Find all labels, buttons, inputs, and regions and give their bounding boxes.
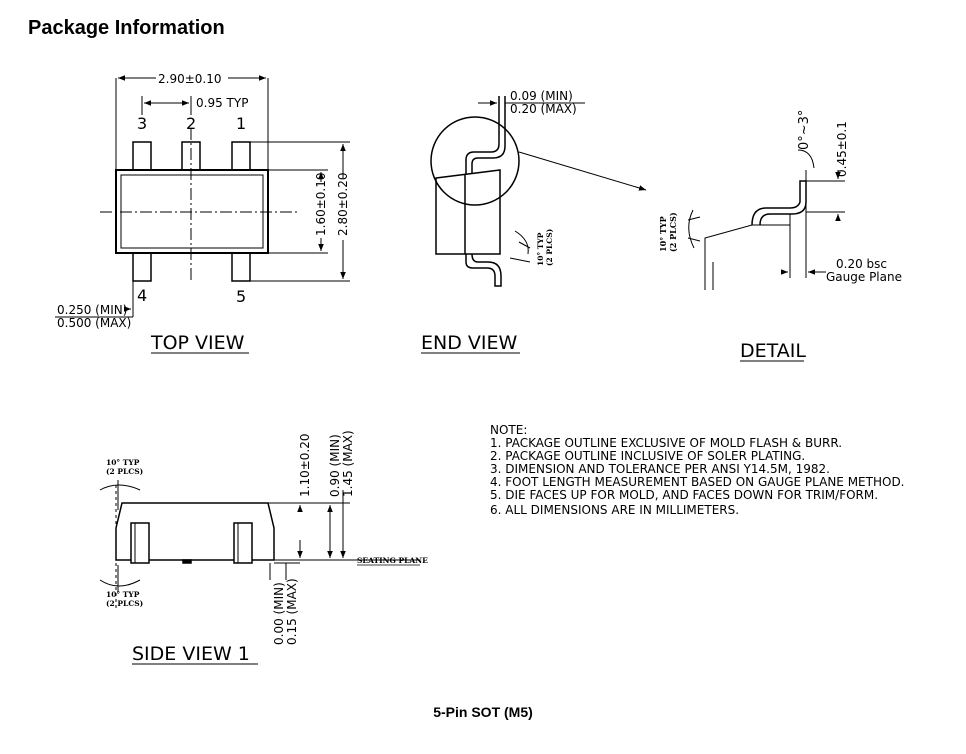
pin-1-pad bbox=[231, 141, 251, 171]
detail-angle-typ: 10° TYP bbox=[658, 216, 668, 252]
note-item: 4. FOOT LENGTH MEASUREMENT BASED ON GAUG… bbox=[490, 475, 905, 489]
dim-total-height-label: 2.80±0.20 bbox=[336, 173, 350, 237]
side-max-015: 0.15 (MAX) bbox=[285, 578, 299, 645]
lead-min-label: 0.250 (MIN) bbox=[57, 303, 127, 317]
end-angle-typ: 10° TYP bbox=[536, 232, 545, 266]
detail-view bbox=[687, 149, 845, 290]
side-bottom-angle-plcs: (2 PLCS) bbox=[106, 599, 143, 608]
pin-3-label: 3 bbox=[137, 114, 147, 133]
note-item: 5. DIE FACES UP FOR MOLD, AND FACES DOWN… bbox=[490, 488, 878, 502]
detail-angle-plcs: (2 PLCS) bbox=[668, 212, 678, 252]
side-top-angle-plcs: (2 PLCS) bbox=[106, 467, 143, 476]
note-item: 3. DIMENSION AND TOLERANCE PER ANSI Y14.… bbox=[490, 462, 830, 476]
pin-5-pad bbox=[231, 252, 251, 282]
pin-3-pad bbox=[132, 141, 152, 171]
top-view bbox=[55, 75, 350, 318]
detail-lead bbox=[751, 180, 807, 226]
end-lead-min: 0.09 (MIN) bbox=[510, 89, 573, 103]
pin-5-label: 5 bbox=[236, 287, 246, 306]
dim-pitch-label: 0.95 TYP bbox=[196, 96, 248, 110]
detail-foot: 0.45±0.1 bbox=[835, 121, 849, 177]
side-dim-height: 1.10±0.20 bbox=[298, 434, 312, 498]
detail-label: DETAIL bbox=[740, 340, 806, 362]
pin-4-label: 4 bbox=[137, 286, 147, 305]
side-top-angle-typ: 10° TYP bbox=[106, 458, 140, 467]
dim-width-label: 2.90±0.10 bbox=[158, 72, 222, 86]
side-lead-right bbox=[233, 522, 253, 564]
note-item: 1. PACKAGE OUTLINE EXCLUSIVE OF MOLD FLA… bbox=[490, 436, 842, 450]
end-top-lead bbox=[465, 96, 506, 174]
note-item: 6. ALL DIMENSIONS ARE IN MILLIMETERS. bbox=[490, 503, 739, 517]
note-item: 2. PACKAGE OUTLINE INCLUSIVE OF SOLER PL… bbox=[490, 449, 805, 463]
end-lead-max: 0.20 (MAX) bbox=[510, 102, 577, 116]
side-min-090: 0.90 (MIN) bbox=[328, 434, 342, 497]
pin-4-pad bbox=[132, 252, 152, 282]
end-angle-plcs: (2 PLCS) bbox=[545, 229, 554, 266]
detail-circle bbox=[430, 116, 520, 206]
top-view-text: 2.90±0.10 0.95 TYP 3 2 1 4 5 1.60±0.10 2… bbox=[57, 72, 350, 354]
detail-text: 0°~3° 0.45±0.1 10° TYP (2 PLCS) 0.20 bsc… bbox=[658, 110, 902, 362]
side-view bbox=[99, 480, 420, 610]
detail-gauge-plane: Gauge Plane bbox=[826, 270, 902, 284]
notes-heading: NOTE: bbox=[490, 423, 527, 437]
side-view-label: SIDE VIEW 1 bbox=[132, 643, 250, 665]
detail-bsc: 0.20 bsc bbox=[836, 257, 887, 271]
side-view-text: 10° TYP (2 PLCS) 10° TYP (2 PLCS) 1.10±0… bbox=[106, 430, 428, 665]
notes-block: NOTE: 1. PACKAGE OUTLINE EXCLUSIVE OF MO… bbox=[490, 423, 905, 517]
end-bottom-lead bbox=[465, 253, 502, 287]
end-view-label: END VIEW bbox=[421, 332, 517, 354]
side-bottom-angle-typ: 10° TYP bbox=[106, 590, 140, 599]
end-body bbox=[435, 169, 501, 255]
lead-max-label: 0.500 (MAX) bbox=[57, 316, 131, 330]
side-max-145: 1.45 (MAX) bbox=[341, 430, 355, 497]
pin-2-label: 2 bbox=[186, 114, 196, 133]
pin-1-label: 1 bbox=[236, 114, 246, 133]
detail-body bbox=[704, 224, 790, 290]
end-view-text: 0.09 (MIN) 0.20 (MAX) 10° TYP (2 PLCS) E… bbox=[421, 89, 577, 354]
page-title: Package Information bbox=[28, 17, 225, 39]
seating-plane-label: SEATING PLANE bbox=[357, 556, 428, 565]
package-caption: 5-Pin SOT (M5) bbox=[433, 704, 533, 720]
detail-angle-range: 0°~3° bbox=[797, 110, 812, 150]
dim-body-height-label: 1.60±0.10 bbox=[314, 173, 328, 237]
end-view bbox=[430, 96, 647, 287]
top-view-label: TOP VIEW bbox=[150, 332, 245, 354]
side-lead-left bbox=[130, 522, 150, 564]
side-min-000: 0.00 (MIN) bbox=[272, 582, 286, 645]
